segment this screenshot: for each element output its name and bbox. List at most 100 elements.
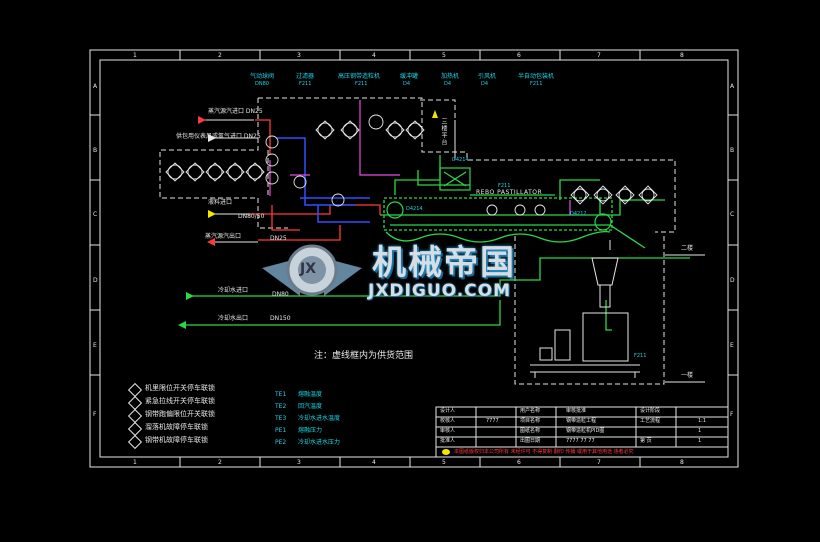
floor-label-second: 二楼 (681, 245, 694, 252)
legend-item: 钢带跑偏限位开关联锁 (145, 410, 215, 418)
instrument-text: 回汽温度 (298, 403, 323, 410)
column-label: 8 (680, 52, 684, 59)
legend-item: 溜落机故障停车联锁 (145, 423, 208, 431)
machine-tag: D4214 (406, 206, 423, 212)
cooling-inlet-dn: DN80 (272, 291, 289, 298)
title-cell: 钢带造粒机PID图 (566, 428, 605, 434)
inner-frame (99, 59, 729, 458)
title-cell: 用户名称 (520, 408, 541, 414)
instrument-text: 熔融压力 (298, 427, 323, 434)
platform-label: 三楼平台 (440, 118, 447, 146)
title-cell: 工艺流程 (640, 418, 661, 424)
green-pipes (186, 155, 690, 331)
supply-scope-note: 注：虚线框内为供货范围 (314, 351, 414, 361)
title-cell: 审核批准 (566, 408, 587, 414)
cooling-outlet-label: 冷却水出口 (218, 315, 249, 322)
title-cell: 1:1 (698, 418, 707, 424)
equipment-label: 引风机 (478, 73, 497, 80)
column-label: 4 (372, 459, 376, 466)
title-cell: 1 (698, 428, 702, 434)
instrument-code: PE2 (275, 439, 287, 446)
column-label: 3 (297, 52, 301, 59)
cooling-inlet-label: 冷却水进口 (218, 287, 249, 294)
instrument-code: TE2 (275, 403, 287, 410)
outer-frame (89, 49, 739, 468)
instrument-code: PE1 (275, 427, 287, 434)
title-cell: 出图日期 (520, 438, 541, 444)
machine-tag: F211 (634, 353, 647, 359)
title-footer: 本图纸版权归本公司所有 未经许可 不得复制 翻印 传播 或用于其他用途 违者必究 (454, 449, 634, 455)
column-label: 6 (517, 459, 521, 466)
watermark-badge: JX (300, 261, 317, 277)
row-label: C (93, 211, 98, 218)
title-cell: 第 页 (640, 438, 652, 444)
title-cell: 项目名称 (520, 418, 541, 424)
steam-outlet-label: 蒸汽源汽出口 (205, 233, 242, 240)
title-cell: 批准人 (440, 438, 456, 444)
row-label: B (730, 147, 735, 154)
column-label: 2 (218, 52, 222, 59)
legend-item: 紧急拉线开关停车联锁 (145, 397, 215, 405)
column-label: 5 (442, 459, 446, 466)
column-label: 2 (218, 459, 222, 466)
title-cell: 7777 (486, 418, 499, 424)
equipment-heater (439, 167, 471, 191)
equipment-label: 缓冲罐 (400, 73, 419, 80)
interlock-diamonds (165, 120, 658, 205)
instrument-bubbles (167, 114, 655, 216)
title-cell: 设计阶段 (640, 408, 661, 414)
cooling-outlet-dn: DN150 (270, 315, 291, 322)
equipment-packer (530, 257, 640, 378)
row-label: E (93, 342, 97, 349)
equipment-drums (386, 201, 612, 231)
title-cell: 7777 77 77 (566, 438, 595, 444)
column-label: 7 (597, 52, 601, 59)
legend-item: 机里限位开关停车联锁 (145, 384, 215, 392)
title-block-grid (435, 406, 729, 458)
column-label: 8 (680, 459, 684, 466)
title-cell: 钢带造粒工程 (566, 418, 597, 424)
watermark-url: JXDIGUO.COM (368, 281, 512, 301)
column-label: 3 (297, 459, 301, 466)
column-label: 5 (442, 52, 446, 59)
row-label: A (730, 83, 735, 90)
machine-tag: F211 (498, 183, 511, 189)
title-cell: 校核人 (440, 418, 456, 424)
column-label: 6 (517, 52, 521, 59)
equipment-label: 加热机 (441, 73, 460, 80)
instrument-text: 冷却水进水温度 (298, 415, 341, 422)
instrument-text: 熔融温度 (298, 391, 323, 398)
machine-label: REBO PASTILLATOR (476, 189, 543, 196)
material-inlet-label: 液料进口 (208, 199, 233, 206)
floor-lines (665, 254, 705, 383)
title-cell: 设计人 (440, 408, 456, 414)
row-label: A (93, 83, 98, 90)
instrument-code: TE1 (275, 391, 287, 398)
supply-boundary (159, 97, 676, 385)
watermark-title: 机械帝国 (372, 243, 516, 283)
row-label: F (93, 411, 97, 418)
column-label: 4 (372, 52, 376, 59)
steam-inlet-label: 蒸汽源汽进口 DN25 (208, 108, 263, 115)
equipment-tag: DN80 (255, 81, 269, 87)
row-label: B (93, 147, 98, 154)
row-label: D (93, 277, 98, 284)
air-inlet-label: 供包用仪表风或氮气进口 DN25 (176, 133, 261, 140)
watermark-logo (262, 244, 362, 296)
equipment-tag: D4 (403, 81, 411, 87)
company-logo-icon (442, 449, 450, 455)
row-label: D (730, 277, 735, 284)
flow-arrows (178, 110, 438, 329)
row-label: C (730, 211, 735, 218)
grid-ticks (90, 50, 738, 467)
floor-label-first: 一楼 (681, 372, 694, 379)
steam-outlet-dn: DN25 (270, 235, 287, 242)
blue-pipes (276, 137, 370, 223)
equipment-tag: D4 (481, 81, 489, 87)
instrument-code: TE3 (275, 415, 287, 422)
row-label: F (730, 411, 734, 418)
column-label: 1 (133, 52, 137, 59)
instrument-text: 冷却水进水压力 (298, 439, 341, 446)
column-label: 7 (597, 459, 601, 466)
